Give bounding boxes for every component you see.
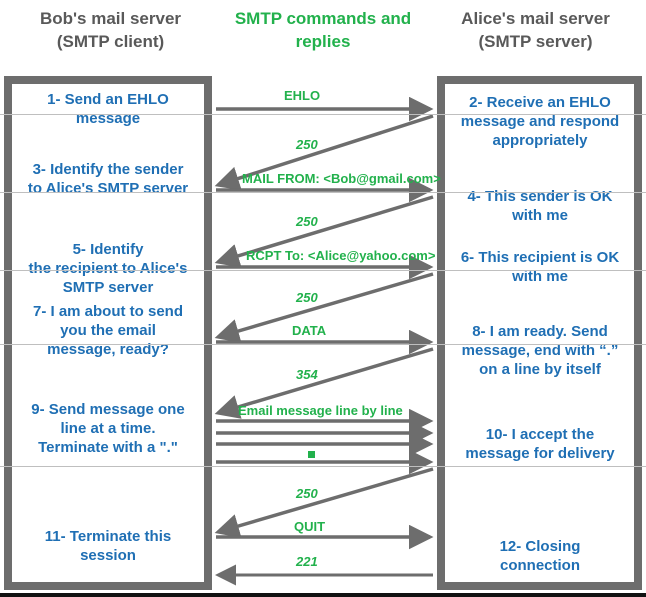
client-step-5: 5- Identify the recipient to Alice's SMT… xyxy=(14,240,202,298)
server-step-4-line1: 4- This sender is OK xyxy=(467,188,613,205)
server-step-2-line2: message and respond xyxy=(460,113,620,131)
label-ehlo: EHLO xyxy=(284,88,321,103)
label-250-d: 250 xyxy=(296,486,318,501)
server-step-12-line2: connection xyxy=(499,557,580,575)
client-step-7-line2: you the email xyxy=(60,322,156,340)
client-step-11-line2: session xyxy=(80,547,136,565)
header-commands-line2: replies xyxy=(295,31,351,51)
server-step-8-line3: on a line by itself xyxy=(479,361,601,379)
arrow-354 xyxy=(214,347,434,419)
server-step-8: 8- I am ready. Send message, end with “.… xyxy=(447,322,633,380)
band-rule-2 xyxy=(0,192,646,193)
server-step-6: 6- This recipient is OK with me xyxy=(447,248,633,286)
server-step-2: 2- Receive an EHLO message and respond a… xyxy=(447,93,633,151)
client-step-9-line3: Terminate with a "." xyxy=(38,439,178,457)
client-step-7: 7- I am about to send you the email mess… xyxy=(14,302,202,360)
client-step-11: 11- Terminate this session xyxy=(14,527,202,565)
bottom-rule xyxy=(0,593,646,597)
label-250-c: 250 xyxy=(296,290,318,305)
server-step-8-line1: 8- I am ready. Send xyxy=(472,323,608,340)
label-221: 221 xyxy=(296,554,318,569)
client-step-1-line2: message xyxy=(75,110,141,128)
server-step-10: 10- I accept the message for delivery xyxy=(447,425,633,463)
band-rule-3 xyxy=(0,270,646,271)
client-step-9-line2: line at a time. xyxy=(60,420,156,438)
label-354: 354 xyxy=(296,367,318,382)
client-step-5-line3: SMTP server xyxy=(62,279,154,297)
arrow-250-b xyxy=(214,195,434,268)
header-server: Alice's mail server (SMTP server) xyxy=(433,8,638,54)
client-step-5-line1: 5- Identify xyxy=(72,241,144,258)
server-step-10-line1: 10- I accept the xyxy=(485,426,595,443)
header-client-line1: Bob's mail server xyxy=(39,9,182,28)
header-client-line2: (SMTP client) xyxy=(56,31,165,51)
server-step-2-line3: appropriately xyxy=(492,132,588,150)
band-rule-5 xyxy=(0,466,646,467)
client-step-3-line2: to Alice's SMTP server xyxy=(27,180,189,198)
client-step-1-line1: 1- Send an EHLO xyxy=(47,91,169,108)
label-data: DATA xyxy=(292,323,327,338)
band-rule-1 xyxy=(0,114,646,115)
header-server-line2: (SMTP server) xyxy=(478,31,593,51)
client-step-7-line1: 7- I am about to send xyxy=(32,303,183,320)
client-step-7-line3: message, ready? xyxy=(47,341,169,359)
label-250-b: 250 xyxy=(296,214,318,229)
header-server-line1: Alice's mail server xyxy=(461,9,610,28)
header-client: Bob's mail server (SMTP client) xyxy=(8,8,213,54)
server-step-6-line2: with me xyxy=(512,268,568,286)
arrow-layer xyxy=(214,96,434,586)
client-box xyxy=(4,76,212,590)
label-rcpt-to: RCPT To: <Alice@yahoo.com> xyxy=(246,248,436,263)
header-commands-line1: SMTP commands and xyxy=(234,9,412,28)
client-step-9-line1: 9- Send message one xyxy=(31,401,185,418)
server-step-4-line2: with me xyxy=(512,207,568,225)
server-step-8-line2: message, end with “.” xyxy=(461,342,619,360)
server-step-6-line1: 6- This recipient is OK xyxy=(460,249,620,266)
label-mail-from: MAIL FROM: <Bob@gmail.com> xyxy=(242,171,441,186)
message-flow-area: EHLO 250 MAIL FROM: <Bob@gmail.com> 250 … xyxy=(212,76,441,590)
server-step-10-line2: message for delivery xyxy=(465,445,615,463)
band-rule-4 xyxy=(0,344,646,345)
client-step-11-line1: 11- Terminate this xyxy=(44,528,172,545)
server-box xyxy=(437,76,642,590)
arrow-250-d xyxy=(214,467,434,538)
header-commands: SMTP commands and replies xyxy=(219,8,427,54)
arrow-250-a xyxy=(214,114,434,191)
label-250-a: 250 xyxy=(296,137,318,152)
server-step-2-line1: 2- Receive an EHLO xyxy=(469,94,611,111)
label-email-body: Email message line by line xyxy=(238,403,403,418)
server-step-12-line1: 12- Closing xyxy=(499,538,581,555)
terminator-dot-icon xyxy=(308,451,315,458)
client-step-5-line2: the recipient to Alice's xyxy=(28,260,188,278)
server-step-12: 12- Closing connection xyxy=(447,537,633,575)
client-step-3-line1: 3- Identify the sender xyxy=(32,161,184,178)
label-quit: QUIT xyxy=(294,519,326,534)
client-step-1: 1- Send an EHLO message xyxy=(14,90,202,128)
client-step-9: 9- Send message one line at a time. Term… xyxy=(14,400,202,458)
arrow-250-c xyxy=(214,272,434,343)
